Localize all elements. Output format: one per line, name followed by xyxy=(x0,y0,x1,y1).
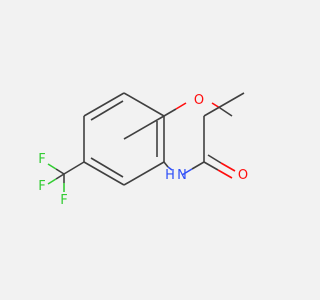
bond-n-ring xyxy=(167,166,173,171)
atom-f2: F xyxy=(38,179,45,194)
bond-ring-c3-c4 xyxy=(123,161,165,186)
atom-o-ring: O xyxy=(194,93,204,108)
atom-f1: F xyxy=(38,152,45,167)
bond-n-c3 xyxy=(181,168,193,176)
bond-c-o xyxy=(163,108,177,117)
bond-n-ring-b xyxy=(163,161,169,168)
bond-carbonyl xyxy=(203,161,219,171)
molecule-structure: O O N H F F F xyxy=(0,0,300,300)
bond-ring-c6-c1-inner xyxy=(90,100,124,121)
bond-f2 xyxy=(47,178,57,185)
bond-c2-methyl xyxy=(203,92,245,117)
bond-f1 xyxy=(47,163,57,170)
atom-h: H xyxy=(165,168,175,183)
canvas-background xyxy=(0,0,300,300)
atom-n: N xyxy=(177,168,187,183)
bond-ring-c1-c2 xyxy=(123,115,165,140)
bond-ring-c1-c1b xyxy=(123,92,165,117)
bond-c3-n xyxy=(191,161,205,170)
bond-o-c2b xyxy=(219,107,233,117)
atom-o-carbonyl: O xyxy=(238,168,248,183)
bond-ring-c4-c5-inner xyxy=(90,157,124,178)
bond-carbonyl-o xyxy=(217,169,233,179)
bond-carbonyl-2 xyxy=(207,154,222,164)
bond-ring-cf3 xyxy=(63,161,85,175)
bond-cf3-f2 xyxy=(55,173,65,180)
bond-carbonyl-o-2 xyxy=(220,162,236,172)
bond-o-ring xyxy=(175,102,187,110)
bond-ring-c6-c1 xyxy=(83,92,125,117)
atom-f3: F xyxy=(60,193,67,208)
bond-cf3-f1 xyxy=(55,168,65,175)
bond-ring-c4-c5 xyxy=(83,161,125,186)
